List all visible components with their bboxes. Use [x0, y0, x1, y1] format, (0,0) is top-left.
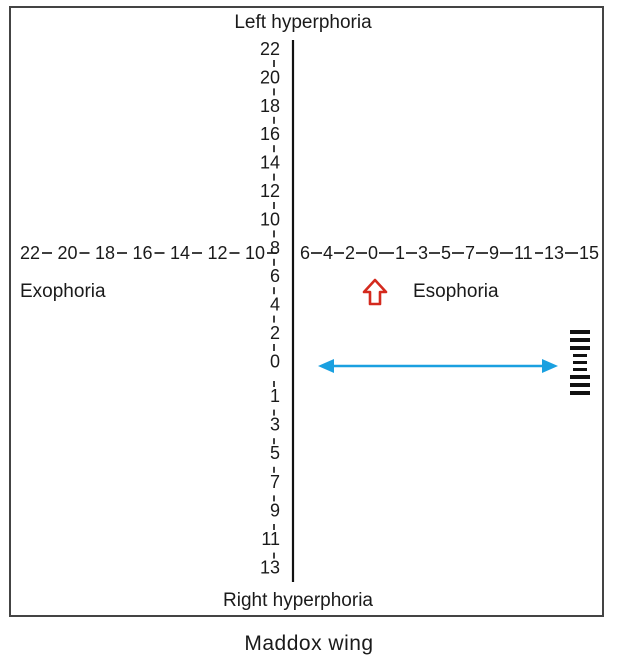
vertical-scale-number: 0: [270, 351, 280, 371]
horizontal-scale-number: 6: [300, 243, 310, 263]
vertical-scale-number: 16: [260, 124, 280, 144]
vertical-scale-number: 1: [270, 386, 280, 406]
horizontal-scale-number: 5: [441, 243, 451, 263]
horizontal-scale-number: 18: [95, 243, 115, 263]
figure-caption: Maddox wing: [244, 632, 374, 655]
vertical-scale-number: 2: [270, 323, 280, 343]
vertical-scale-number: 11: [261, 529, 280, 549]
horizontal-scale-number: 22: [20, 243, 40, 263]
horizontal-scale-number: 4: [323, 243, 333, 263]
vertical-scale-number: 9: [270, 500, 280, 520]
horizontal-scale-number: 15: [579, 243, 599, 263]
maddox-wing-card: [9, 6, 604, 617]
vertical-scale-number: 3: [270, 415, 280, 435]
horizontal-scale-number: 7: [465, 243, 475, 263]
vertical-scale-number: 10: [260, 209, 280, 229]
horizontal-scale-number: 0: [368, 243, 378, 263]
horizontal-left-scale: 22 20 18 16 14 12 10: [20, 243, 277, 263]
horizontal-scale-number: 14: [170, 243, 190, 263]
horizontal-scale-number: 2: [345, 243, 355, 263]
vertical-scale-number: 20: [260, 67, 280, 87]
horizontal-scale-number: 11: [514, 243, 533, 263]
right-label: Esophoria: [413, 281, 499, 302]
vertical-scale-number: 22: [260, 39, 280, 59]
left-label: Exophoria: [20, 281, 106, 302]
vertical-scale-number: 13: [260, 558, 280, 578]
bottom-label: Right hyperphoria: [223, 590, 373, 611]
vertical-scale-number: 18: [260, 96, 280, 116]
horizontal-scale-number: 3: [418, 243, 428, 263]
horizontal-scale-number: 20: [58, 243, 78, 263]
vertical-scale-number: 12: [260, 181, 280, 201]
vertical-scale-number: 5: [270, 443, 280, 463]
vertical-scale-number: 8: [270, 238, 280, 258]
red-up-arrow-icon: [362, 278, 388, 306]
horizontal-scale-number: 1: [395, 243, 405, 263]
horizontal-scale-number: 12: [208, 243, 228, 263]
vertical-scale-number: 6: [270, 266, 280, 286]
horizontal-scale-number: 16: [133, 243, 153, 263]
horizontal-scale-number: 13: [544, 243, 564, 263]
vertical-scale-number: 7: [270, 472, 280, 492]
horizontal-scale-number: 9: [489, 243, 499, 263]
horizontal-scale-number: 10: [245, 243, 265, 263]
blue-double-arrow-icon: [318, 359, 558, 373]
vertical-scale-number: 14: [260, 153, 280, 173]
vertical-scale-number: 4: [270, 295, 280, 315]
bar-marker-icon: [570, 330, 590, 395]
top-label: Left hyperphoria: [234, 12, 372, 33]
